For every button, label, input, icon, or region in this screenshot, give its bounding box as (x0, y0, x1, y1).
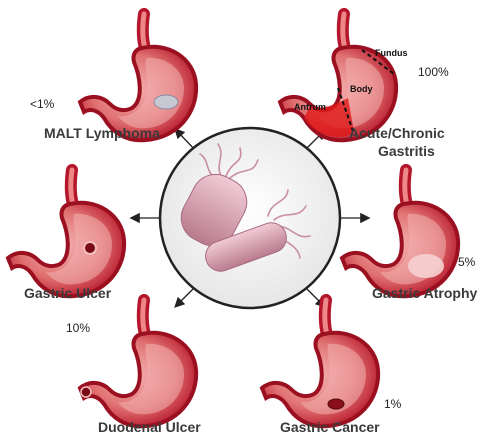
stomach-gastritis (280, 14, 396, 140)
stomach-gastric-atrophy (342, 170, 458, 296)
lymphoma-lesion (153, 94, 179, 110)
gastritis-percent: 100% (418, 65, 449, 79)
stomach-duodenal-ulcer (80, 300, 196, 426)
malt-percent: <1% (30, 97, 55, 111)
body-label: Body (350, 84, 373, 94)
antrum-boundary (337, 87, 355, 135)
stomach-gastric-ulcer (8, 170, 124, 296)
fundus-label: Fundus (375, 48, 408, 58)
antrum-region (304, 98, 354, 137)
gastric-atrophy-label: Gastric Atrophy (372, 285, 477, 301)
center-circle (158, 126, 342, 310)
duodenal-lesion (80, 386, 92, 398)
h-pylori-bacteria-icon (180, 143, 311, 272)
antrum-label: Antrum (294, 102, 326, 112)
ulcer-lesion (83, 241, 97, 255)
malt-label: MALT Lymphoma (44, 125, 160, 141)
gastric-cancer-label: Gastric Cancer (280, 419, 380, 435)
atrophy-percent: 5% (458, 255, 476, 269)
tumor-lesion (327, 398, 345, 410)
stomach-malt-lymphoma (80, 14, 196, 140)
gastritis-label-line2: Gastritis (378, 143, 435, 159)
atrophy-area (408, 254, 444, 278)
stomach-gastric-cancer (262, 300, 378, 426)
gastric-ulcer-label: Gastric Ulcer (24, 285, 112, 301)
duodenal-ulcer-label: Duodenal Ulcer (98, 419, 201, 435)
cancer-percent: 1% (384, 397, 402, 411)
duodenal-percent: 10% (66, 321, 90, 335)
gastritis-label-line1: Acute/Chronic (349, 125, 445, 141)
